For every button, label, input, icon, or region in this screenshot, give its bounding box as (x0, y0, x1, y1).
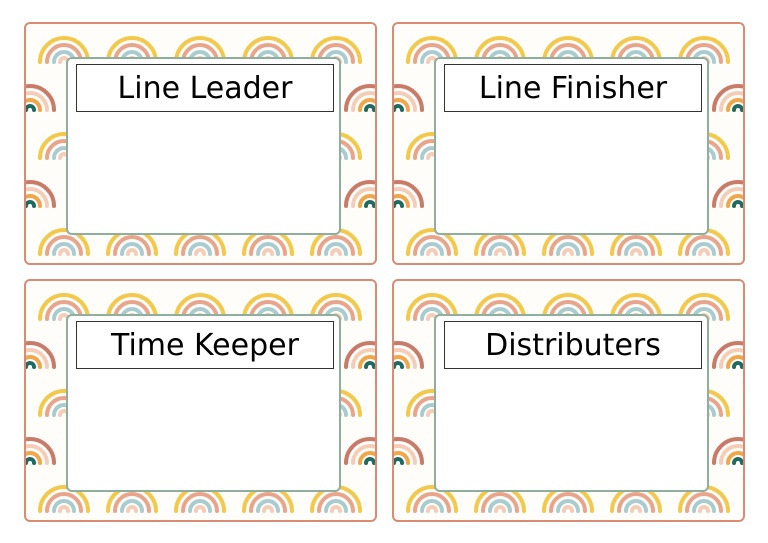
card-panel: Distributers (434, 314, 709, 492)
card-panel: Time Keeper (66, 314, 341, 492)
card-title: Line Finisher (444, 64, 702, 112)
role-card-time-keeper: Time Keeper (24, 279, 377, 522)
card-title: Time Keeper (76, 321, 334, 369)
role-card-line-finisher: Line Finisher (392, 22, 745, 265)
role-card-line-leader: Line Leader (24, 22, 377, 265)
card-panel: Line Leader (66, 57, 341, 235)
card-panel: Line Finisher (434, 57, 709, 235)
card-title: Line Leader (76, 64, 334, 112)
role-card-distributers: Distributers (392, 279, 745, 522)
card-title: Distributers (444, 321, 702, 369)
